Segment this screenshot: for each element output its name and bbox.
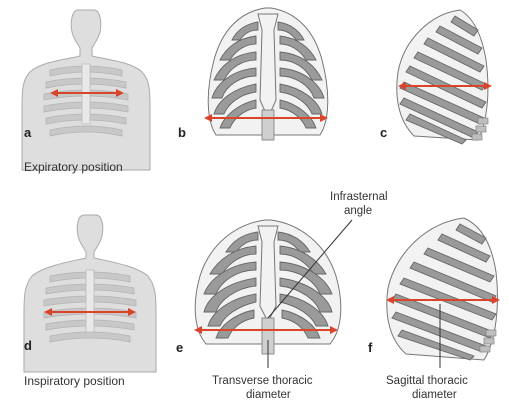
panel-letter-d: d: [24, 338, 32, 353]
panel-f-ribcage-lateral: [386, 217, 500, 361]
annotation-infrasternal-line1: Infrasternal: [330, 191, 388, 203]
panel-c-ribcage-lateral: [396, 9, 492, 145]
annotation-transverse-line2: diameter: [246, 389, 291, 401]
annotation-infrasternal-line2: angle: [344, 205, 372, 217]
caption-inspiratory: Inspiratory position: [24, 374, 125, 388]
panel-letter-f: f: [368, 340, 373, 355]
panel-b-ribcage-front: [204, 7, 329, 141]
panel-letter-e: e: [176, 340, 183, 355]
panel-e-ribcage-front: [194, 219, 342, 355]
panel-letter-a: a: [24, 125, 32, 140]
annotation-sagittal-line1: Sagittal thoracic: [386, 375, 468, 387]
annotation-sagittal-line2: diameter: [412, 389, 457, 401]
panel-letter-c: c: [380, 125, 387, 140]
panel-d-torso: [23, 214, 157, 373]
caption-expiratory: Expiratory position: [24, 160, 123, 174]
panel-a-torso: [21, 9, 151, 171]
leader-infrasternal: [267, 219, 353, 319]
annotation-transverse-line1: Transverse thoracic: [212, 375, 313, 387]
panel-letter-b: b: [178, 125, 186, 140]
